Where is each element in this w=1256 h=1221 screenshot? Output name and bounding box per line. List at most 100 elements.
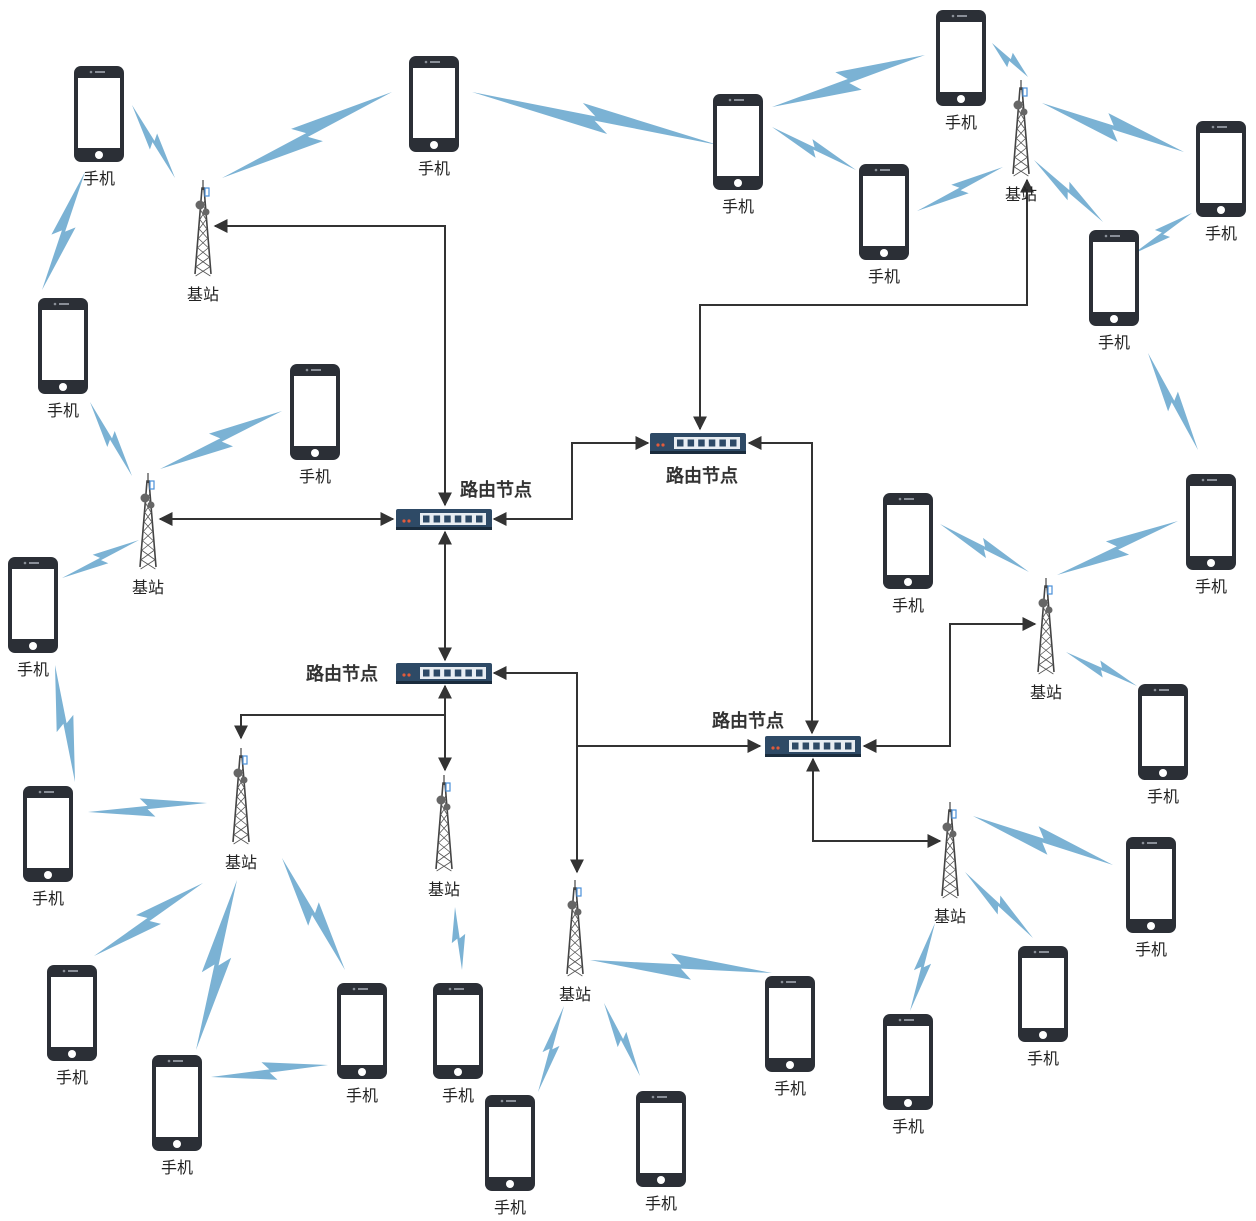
phone[interactable]: 手机	[485, 1095, 535, 1217]
base-station[interactable]: 基站	[1005, 80, 1037, 204]
base-station[interactable]: 基站	[934, 802, 966, 926]
base-station[interactable]: 基站	[559, 880, 591, 1004]
network-switch-icon	[396, 663, 492, 684]
lightning-signal-icon	[965, 872, 1033, 938]
nodes: 手机手机手机手机手机手机手机手机手机手机手机手机手机手机手机手机手机手机手机手机…	[8, 10, 1246, 1217]
lightning-signal-icon	[973, 816, 1113, 865]
phone[interactable]: 手机	[1186, 474, 1236, 596]
phone[interactable]: 手机	[152, 1055, 202, 1177]
cell-tower-icon	[435, 775, 453, 872]
phone[interactable]: 手机	[38, 298, 88, 420]
phone[interactable]: 手机	[1138, 684, 1188, 806]
wired-link	[862, 617, 1037, 753]
wired-link	[492, 666, 584, 874]
phone-label: 手机	[442, 1086, 474, 1105]
smartphone-icon	[765, 976, 815, 1072]
lightning-signal-icon	[1034, 160, 1103, 222]
wired-link	[806, 757, 942, 848]
phone-label: 手机	[418, 159, 450, 178]
base-station-label: 基站	[1005, 185, 1037, 204]
smartphone-icon	[485, 1095, 535, 1191]
router-node[interactable]: 路由节点	[306, 663, 492, 685]
base-station-label: 基站	[428, 880, 460, 899]
phone[interactable]: 手机	[1018, 946, 1068, 1068]
wired-link	[693, 178, 1034, 431]
smartphone-icon	[8, 557, 58, 653]
smartphone-icon	[1138, 684, 1188, 780]
base-station[interactable]: 基站	[428, 775, 460, 899]
lightning-signal-icon	[590, 953, 772, 980]
phone[interactable]: 手机	[409, 56, 459, 178]
smartphone-icon	[337, 983, 387, 1079]
cell-tower-icon	[232, 748, 250, 845]
lightning-signal-icon	[772, 55, 925, 107]
phone[interactable]: 手机	[23, 786, 73, 908]
lightning-signal-icon	[451, 907, 466, 970]
lightning-signal-icon	[1066, 652, 1137, 686]
phone[interactable]: 手机	[337, 983, 387, 1105]
smartphone-icon	[636, 1091, 686, 1187]
base-station[interactable]: 基站	[1030, 578, 1062, 702]
network-switch-icon	[765, 736, 861, 757]
phone-label: 手机	[1195, 577, 1227, 596]
phone[interactable]: 手机	[290, 364, 340, 486]
base-station-label: 基站	[132, 578, 164, 597]
phone[interactable]: 手机	[8, 557, 58, 679]
phone[interactable]: 手机	[883, 493, 933, 615]
router-label: 路由节点	[666, 465, 738, 487]
phone[interactable]: 手机	[883, 1014, 933, 1136]
lightning-signal-icon	[132, 105, 175, 178]
cell-tower-icon	[139, 473, 157, 570]
phone-label: 手机	[161, 1158, 193, 1177]
lightning-signal-icon	[196, 880, 237, 1050]
lightning-signal-icon	[55, 665, 75, 782]
phone-label: 手机	[494, 1198, 526, 1217]
lightning-signal-icon	[1057, 521, 1178, 575]
base-station-label: 基站	[559, 985, 591, 1004]
base-station[interactable]: 基站	[187, 180, 219, 304]
phone[interactable]: 手机	[1089, 230, 1139, 352]
cell-tower-icon	[941, 802, 959, 899]
phone-label: 手机	[868, 267, 900, 286]
phone-label: 手机	[17, 660, 49, 679]
smartphone-icon	[1018, 946, 1068, 1042]
phone[interactable]: 手机	[713, 94, 763, 216]
smartphone-icon	[883, 1014, 933, 1110]
lightning-signal-icon	[94, 883, 203, 956]
lightning-signal-icon	[772, 127, 856, 170]
lightning-signal-icon	[62, 540, 139, 578]
phone[interactable]: 手机	[433, 983, 483, 1105]
lightning-signal-icon	[42, 172, 85, 290]
router-node[interactable]: 路由节点	[396, 479, 532, 530]
base-station[interactable]: 基站	[225, 748, 257, 872]
smartphone-icon	[74, 66, 124, 162]
base-station-label: 基站	[1030, 683, 1062, 702]
phone-label: 手机	[945, 113, 977, 132]
cell-tower-icon	[1037, 578, 1055, 675]
base-station-label: 基站	[187, 285, 219, 304]
phone[interactable]: 手机	[936, 10, 986, 132]
smartphone-icon	[38, 298, 88, 394]
phone[interactable]: 手机	[765, 976, 815, 1098]
base-station-label: 基站	[225, 853, 257, 872]
lightning-signal-icon	[222, 92, 392, 178]
phone-label: 手机	[1027, 1049, 1059, 1068]
phone-label: 手机	[1098, 333, 1130, 352]
base-station[interactable]: 基站	[132, 473, 164, 597]
phone[interactable]: 手机	[47, 965, 97, 1087]
phone[interactable]: 手机	[636, 1091, 686, 1213]
wired-link	[213, 219, 452, 507]
lightning-signal-icon	[1133, 213, 1192, 254]
phone[interactable]: 手机	[74, 66, 124, 188]
phone[interactable]: 手机	[859, 164, 909, 286]
lightning-signal-icon	[992, 43, 1028, 77]
router-node[interactable]: 路由节点	[650, 433, 746, 487]
lightning-signal-icon	[282, 858, 345, 970]
phone[interactable]: 手机	[1126, 837, 1176, 959]
network-switch-icon	[396, 509, 492, 530]
phone[interactable]: 手机	[1196, 121, 1246, 243]
lightning-signal-icon	[160, 411, 282, 469]
router-label: 路由节点	[306, 663, 378, 685]
router-node[interactable]: 路由节点	[712, 710, 861, 757]
